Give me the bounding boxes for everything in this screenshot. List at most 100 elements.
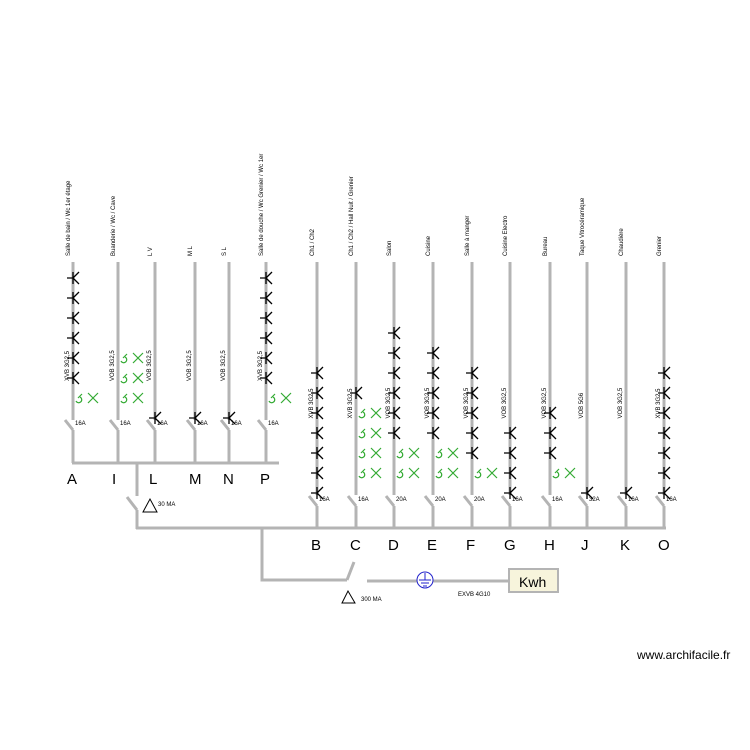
light-point-icon <box>388 406 401 420</box>
switch-outlet-icon <box>358 447 382 459</box>
light-point-icon <box>466 426 479 440</box>
switch-outlet-icon <box>396 447 420 459</box>
switch-outlet-icon <box>474 467 498 479</box>
light-point-icon <box>311 486 324 500</box>
cable-label: XVB 3G2,5 <box>348 388 354 419</box>
breaker-switch[interactable] <box>577 495 589 507</box>
differential-triangle-icon <box>341 589 356 604</box>
circuit-label: Grenier <box>657 236 663 256</box>
main-300ma-switch[interactable] <box>345 561 356 581</box>
breaker-rating: 16A <box>231 421 242 427</box>
circuit-label: Salle de douche / Wc Grenier / Wc 1er <box>259 154 265 256</box>
light-point-icon <box>388 326 401 340</box>
breaker-rating: 16A <box>157 421 168 427</box>
breaker-switch[interactable] <box>384 495 396 507</box>
switch-outlet-icon <box>358 407 382 419</box>
circuit-letter: E <box>427 537 437 554</box>
light-point-icon <box>544 446 557 460</box>
light-point-icon <box>67 291 80 305</box>
breaker-switch[interactable] <box>654 495 666 507</box>
breaker-switch[interactable] <box>219 419 231 431</box>
light-point-icon <box>67 311 80 325</box>
breaker-rating: 16A <box>358 497 369 503</box>
light-point-icon <box>427 426 440 440</box>
light-point-icon <box>311 426 324 440</box>
light-point-icon <box>504 466 517 480</box>
light-point-icon <box>544 406 557 420</box>
breaker-switch[interactable] <box>423 495 435 507</box>
circuit-letter: N <box>223 471 234 488</box>
circuit-L[interactable]: L V VOB 3G2,5 16A L <box>145 247 168 488</box>
breaker-switch[interactable] <box>185 419 197 431</box>
circuit-letter: L <box>149 471 157 488</box>
breaker-switch[interactable] <box>256 419 268 431</box>
switch-outlet-icon <box>120 352 144 364</box>
light-point-icon <box>311 406 324 420</box>
light-point-icon <box>388 386 401 400</box>
diff30-switch[interactable] <box>125 496 139 511</box>
switch-outlet-icon <box>435 447 459 459</box>
light-point-icon <box>658 366 671 380</box>
breaker-switch[interactable] <box>145 419 157 431</box>
breaker-rating: 16A <box>552 497 563 503</box>
light-point-icon <box>67 351 80 365</box>
light-point-icon <box>67 271 80 285</box>
breaker-switch[interactable] <box>540 495 552 507</box>
cable-label: VOB 3G2,5 <box>502 387 508 418</box>
light-point-icon <box>427 406 440 420</box>
light-point-icon <box>658 426 671 440</box>
light-point-icon <box>658 446 671 460</box>
kwh-meter[interactable] <box>508 568 559 593</box>
differential-triangle-icon <box>142 497 158 513</box>
circuit-letter: G <box>504 537 516 554</box>
circuit-label: L V <box>148 247 154 256</box>
light-point-icon <box>466 446 479 460</box>
earth-icon <box>416 571 434 589</box>
circuit-letter: D <box>388 537 399 554</box>
light-point-icon <box>427 346 440 360</box>
breaker-switch[interactable] <box>616 495 628 507</box>
light-point-icon <box>260 371 273 385</box>
breaker-switch[interactable] <box>500 495 512 507</box>
circuit-letter: F <box>466 537 475 554</box>
cable-label: VOB 3G2,5 <box>386 387 392 418</box>
breaker-switch[interactable] <box>108 419 120 431</box>
cable-label: VOB 3G2,5 <box>110 350 116 381</box>
cable-label: VOB 3G2,5 <box>147 350 153 381</box>
circuit-P[interactable]: Salle de douche / Wc Grenier / Wc 1erXVB… <box>256 154 292 488</box>
circuit-letter: O <box>658 537 670 554</box>
switch-outlet-icon <box>552 467 576 479</box>
switch-outlet-icon <box>75 392 99 404</box>
circuit-label: Ch1 / Ch2 <box>310 228 316 256</box>
kwh-meter-label: Kwh <box>519 574 546 590</box>
breaker-switch[interactable] <box>307 495 319 507</box>
light-point-icon <box>223 411 236 425</box>
cable-label: VOB 3G2,5 <box>425 387 431 418</box>
light-point-icon <box>260 351 273 365</box>
breaker-switch[interactable] <box>63 419 75 431</box>
light-point-icon <box>466 386 479 400</box>
circuit-label: S L <box>222 246 228 256</box>
breaker-rating: 16A <box>512 497 523 503</box>
circuit-label: Taque Vitrocéramique <box>580 197 586 256</box>
switch-outlet-icon <box>435 467 459 479</box>
breaker-switch[interactable] <box>462 495 474 507</box>
light-point-icon <box>260 291 273 305</box>
circuit-label: Salon <box>387 241 393 256</box>
breaker-switch[interactable] <box>346 495 358 507</box>
diff300-label: 300 MA <box>361 597 382 603</box>
